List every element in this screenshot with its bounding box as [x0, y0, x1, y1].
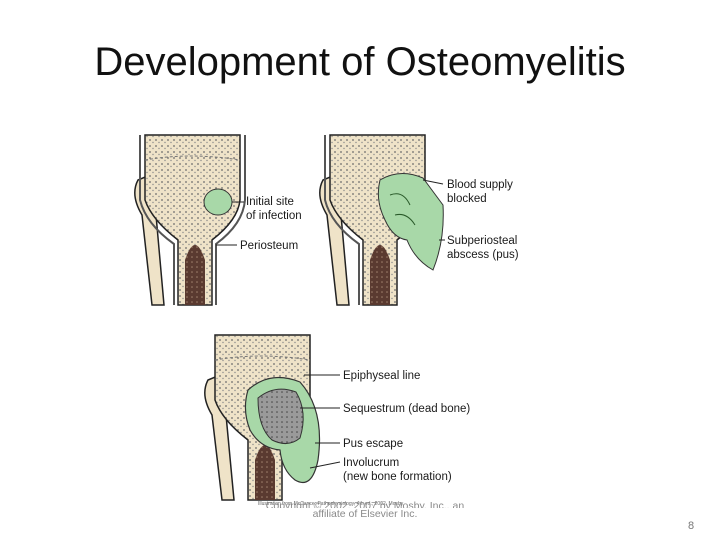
copyright-notice: Copyright © 2002, 2007 by Mosby, Inc., a…	[245, 500, 485, 521]
figure-credit: Illustration from McCance: Pathophysiolo…	[258, 501, 404, 507]
marrow-shape	[185, 245, 205, 305]
label-initial-site-1: Initial site	[246, 196, 294, 208]
page-number: 8	[688, 520, 695, 532]
panel-2-abscess: Blood supply blocked Subperiosteal absce…	[319, 134, 519, 306]
abscess-shape	[377, 173, 444, 271]
epiphyseal-line	[214, 355, 311, 361]
label-initial-site-2: of infection	[246, 210, 302, 222]
label-subperiosteal-2: abscess (pus)	[447, 249, 519, 261]
infection-site	[203, 188, 233, 216]
label-periosteum: Periosteum	[240, 240, 298, 252]
label-blood-supply-1: Blood supply	[447, 179, 513, 191]
label-involucrum-1: Involucrum	[343, 457, 399, 469]
panel-3-sequestrum: Epiphyseal line Sequestrum (dead bone) P…	[204, 334, 470, 501]
label-involucrum-2: (new bone formation)	[343, 471, 452, 483]
copyright-line-1: Copyright © 2002, 2007 by Mosby, Inc., a…	[265, 500, 465, 508]
label-pus-escape: Pus escape	[343, 438, 403, 450]
osteomyelitis-figure: Initial site of infection Periosteum Blo…	[130, 120, 550, 505]
sequestrum-shape	[257, 388, 304, 444]
periosteum-line	[139, 135, 175, 305]
tibia-shape	[144, 134, 241, 306]
slide-title: Development of Osteomyelitis	[94, 40, 626, 84]
label-sequestrum: Sequestrum (dead bone)	[343, 403, 470, 415]
copyright-line-2: affiliate of Elsevier Inc.	[312, 508, 418, 520]
label-subperiosteal-1: Subperiosteal	[447, 235, 517, 247]
label-blood-supply-2: blocked	[447, 193, 487, 205]
label-epiphyseal-line: Epiphyseal line	[343, 370, 420, 382]
panel-1-initial-infection: Initial site of infection Periosteum	[134, 134, 302, 306]
bone-illustration: Initial site of infection Periosteum Blo…	[134, 134, 519, 501]
